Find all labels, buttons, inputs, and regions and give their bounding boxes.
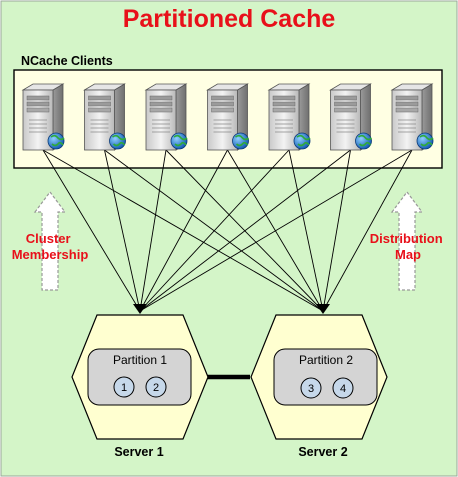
connection-line	[42, 149, 141, 312]
partition-2-node-3	[300, 377, 322, 399]
connection-line	[104, 149, 324, 312]
connection-line	[322, 149, 413, 312]
distribution-map-line-1: Distribution	[370, 231, 443, 246]
partition-2-node-4-label: 4	[340, 383, 346, 395]
distribution-map-arrow	[390, 191, 424, 291]
client-machine	[329, 83, 373, 151]
cluster-membership-arrow	[33, 191, 67, 291]
connection-line	[288, 149, 324, 312]
client-machine	[83, 83, 127, 151]
client-machine	[144, 83, 188, 151]
arrowhead	[316, 304, 330, 314]
partition-1-node-1-label: 1	[121, 382, 127, 394]
arrowhead	[133, 304, 147, 314]
distribution-map-line-2: Map	[395, 247, 421, 262]
cluster-membership-line-2: Membership	[12, 247, 89, 262]
connection-line	[139, 149, 351, 312]
connection-line	[42, 149, 324, 312]
connection-line	[139, 149, 228, 312]
partition-2-node-4	[332, 377, 354, 399]
cluster-membership-line-1: Cluster	[26, 231, 71, 246]
client-machine	[390, 83, 434, 151]
connection-line	[139, 149, 413, 312]
server-1-label: Server 1	[114, 445, 163, 459]
connection-line	[104, 149, 141, 312]
server-1-node: Partition 1 1 2	[71, 314, 209, 440]
client-machine	[21, 83, 65, 151]
client-server-connections	[42, 149, 413, 314]
client-machine	[267, 83, 311, 151]
partition-1-node-2	[145, 376, 167, 398]
server-2-label: Server 2	[298, 445, 347, 459]
client-machine	[206, 83, 250, 151]
connection-line	[165, 149, 324, 312]
server-2-node: Partition 2 3 4	[250, 314, 388, 440]
partition-1-node-1	[113, 376, 135, 398]
client-machines	[21, 83, 434, 151]
cluster-membership-label: Cluster Membership	[12, 231, 89, 262]
connection-line	[139, 149, 167, 312]
partition-1-node-2-label: 2	[153, 382, 159, 394]
clients-label: NCache Clients	[21, 54, 113, 68]
distribution-map-label: Distribution Map	[370, 231, 447, 262]
diagram-title: Partitioned Cache	[123, 5, 336, 33]
connection-line	[139, 149, 290, 312]
partition-1-label: Partition 1	[113, 353, 167, 367]
connection-line	[322, 149, 351, 312]
partition-2-label: Partition 2	[299, 353, 353, 367]
partition-2-node-3-label: 3	[308, 383, 314, 395]
